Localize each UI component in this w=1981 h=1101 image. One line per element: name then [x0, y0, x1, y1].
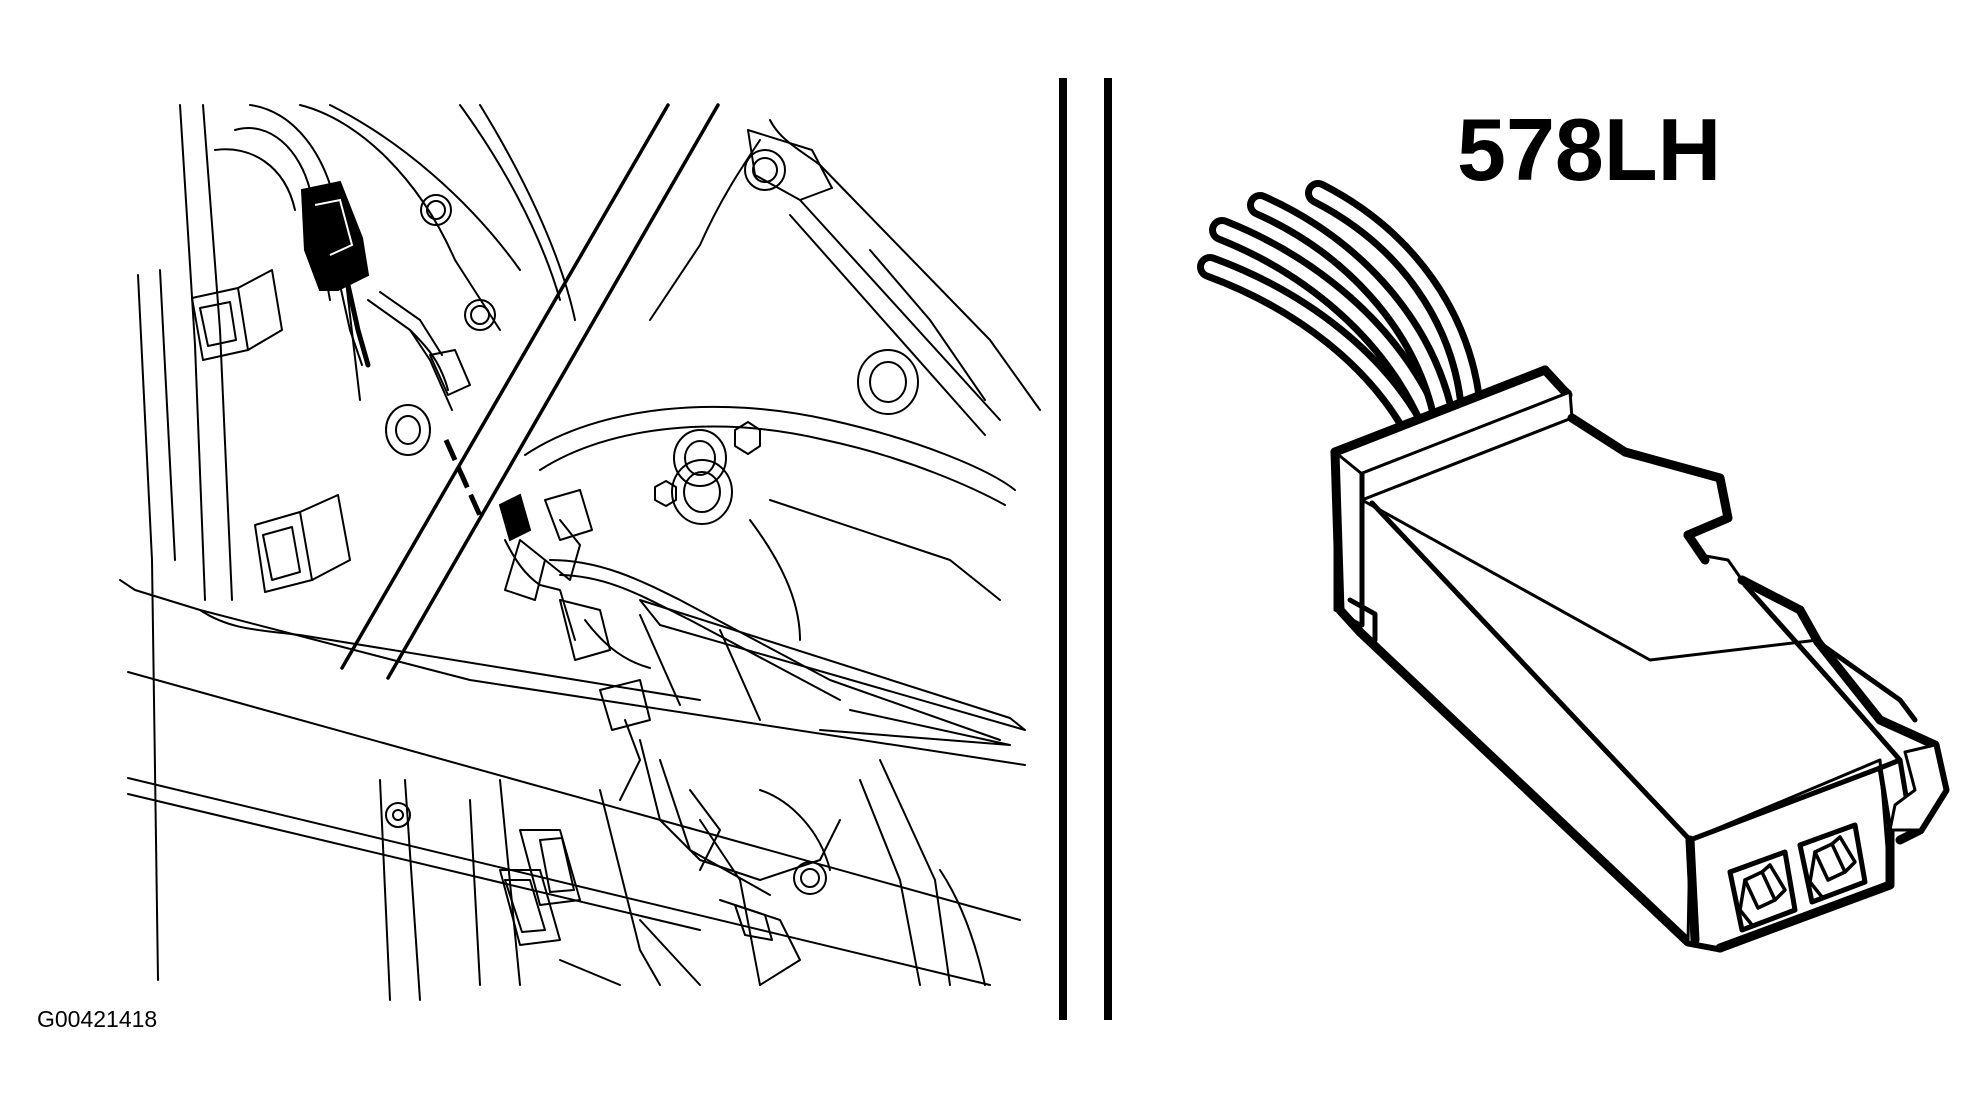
mounting-holes	[385, 194, 827, 895]
connector-housing	[1330, 365, 1950, 953]
terminal-cavity-2	[1797, 822, 1868, 905]
clip-lower	[254, 494, 351, 593]
clip-upper	[191, 269, 283, 361]
regulator-pulleys	[671, 349, 919, 525]
figure-id: G00421418	[37, 1006, 157, 1032]
connector-wires	[1197, 180, 1483, 453]
connector-label: 578LH	[1457, 100, 1721, 199]
harness-clip	[498, 493, 576, 641]
panel-divider	[1059, 78, 1112, 1020]
terminal-cavity-1	[1727, 849, 1798, 933]
door-interior-illustration	[119, 103, 1041, 1001]
connector-location-marker	[300, 180, 371, 368]
connector-illustration	[1197, 180, 1950, 953]
diagonal-rod	[340, 103, 720, 680]
